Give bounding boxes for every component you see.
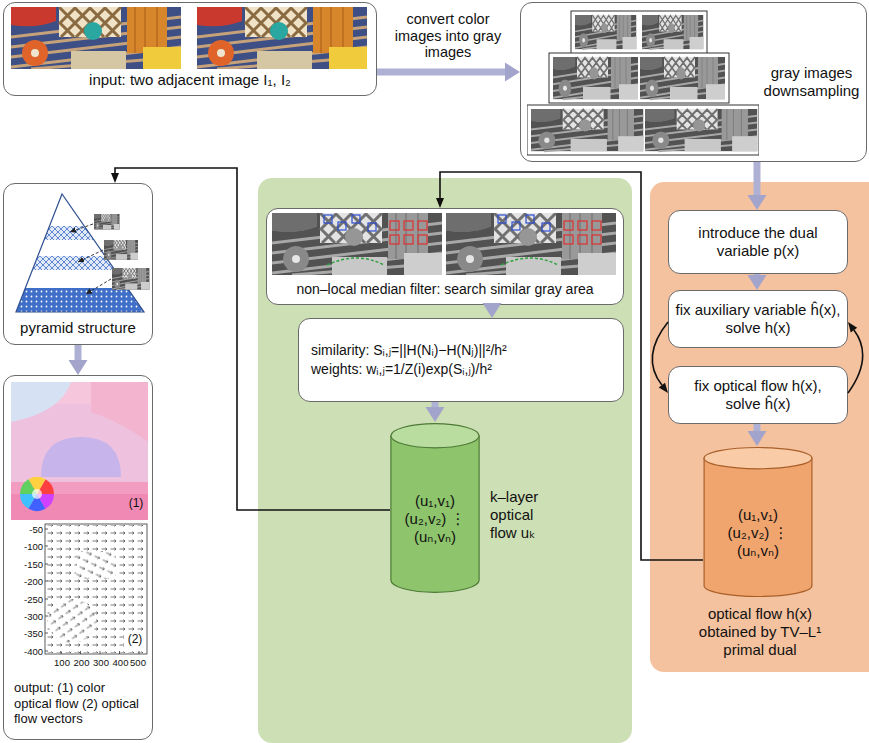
node-text: output: (1) color optical flow (2) optic… xyxy=(14,680,146,727)
connector xyxy=(426,402,445,422)
connector xyxy=(111,168,390,510)
node-text: fix auxiliary variable ĥ(x), solve h(x) xyxy=(675,301,841,337)
node-text: similarity: Sᵢ,ⱼ=||H(Nᵢ)−H(Nⱼ)||²/h² xyxy=(311,342,507,359)
node-text: (u₁,v₁) (u₂,v₂) ⋮ (uₙ,vₙ) xyxy=(404,492,466,546)
gray-search-images xyxy=(272,213,616,275)
connector-line xyxy=(489,303,496,305)
connector-line xyxy=(75,345,82,360)
node-text: optical flow h(x) obtained by TV–L¹ prim… xyxy=(690,605,830,659)
input-box: input: two adjacent image I₁, I₂ xyxy=(3,2,377,96)
gray-image-stack xyxy=(527,7,759,157)
connector xyxy=(436,172,703,560)
node-text: (u₁,v₁) (u₂,v₂) ⋮ (uₙ,vₙ) xyxy=(727,506,789,560)
connector xyxy=(748,424,767,446)
input-images xyxy=(11,7,369,69)
arrowhead xyxy=(748,195,767,210)
connector-line xyxy=(432,402,439,407)
process-box: gray images downsampling xyxy=(520,2,867,162)
axis-tick-label: 100 xyxy=(50,658,74,669)
connector xyxy=(377,63,520,82)
stage-band: optical flow h(x) obtained by TV–L¹ prim… xyxy=(650,182,869,672)
connector-line xyxy=(754,274,761,275)
arrowhead xyxy=(848,322,857,332)
process-box: introduce the dual variable p(x) xyxy=(668,210,848,274)
pyramid-figure xyxy=(4,184,152,316)
connector-line xyxy=(848,330,863,393)
node-text: introduce the dual variable p(x) xyxy=(675,224,841,260)
connector-line xyxy=(754,424,761,431)
callout-number: (1) xyxy=(124,497,148,511)
node-text: fix optical flow h(x), solve ĥ(x) xyxy=(675,377,841,413)
axis-tick-label: -50 xyxy=(10,525,43,536)
axis-tick-label: -300 xyxy=(10,612,43,623)
connector-line xyxy=(377,69,505,76)
color-flow-image xyxy=(11,382,148,520)
axis-tick-label: -400 xyxy=(10,647,43,658)
connector-line xyxy=(115,168,390,510)
axis-tick-label: 300 xyxy=(89,658,113,669)
connector xyxy=(748,162,767,210)
edge-label: convert color images into gray images xyxy=(392,11,504,61)
arrowhead xyxy=(505,63,520,82)
connector-line xyxy=(754,162,761,195)
axis-tick-label: -150 xyxy=(10,560,43,571)
formula-box: similarity: Sᵢ,ⱼ=||H(Nᵢ)−H(Nⱼ)||²/h² weig… xyxy=(298,318,624,402)
callout-number: (2) xyxy=(124,633,146,647)
connector-line xyxy=(652,322,668,385)
node-text: k–layer optical flow uₖ xyxy=(490,488,562,542)
data-cylinder: (u₁,v₁) (u₂,v₂) ⋮ (uₙ,vₙ) xyxy=(703,446,813,598)
filter-box: non–local median filter: search similar … xyxy=(266,208,624,305)
stage-band: k–layer optical flow uₖ non–local median… xyxy=(258,178,632,743)
process-box: fix auxiliary variable ĥ(x), solve h(x) xyxy=(668,290,848,348)
connector xyxy=(69,345,88,375)
connector xyxy=(848,322,863,393)
axis-tick-label: 400 xyxy=(109,658,133,669)
arrowhead xyxy=(483,303,502,318)
axis-tick-label: -250 xyxy=(10,595,43,606)
connector xyxy=(483,303,502,318)
node-text: input: two adjacent image I₁, I₂ xyxy=(89,71,291,89)
arrowhead xyxy=(748,275,767,290)
axis-tick-label: 200 xyxy=(70,658,94,669)
axis-tick-label: -350 xyxy=(10,629,43,640)
arrowhead xyxy=(111,173,119,183)
arrowhead xyxy=(748,431,767,446)
process-box: fix optical flow h(x), solve ĥ(x) xyxy=(668,366,848,424)
axis-tick-label: -200 xyxy=(10,577,43,588)
node-text: gray images downsampling xyxy=(761,64,862,100)
output-box: output: (1) color optical flow (2) optic… xyxy=(3,375,153,740)
arrowhead xyxy=(436,198,444,208)
connector xyxy=(652,322,668,393)
axis-tick-label: -100 xyxy=(10,542,43,553)
axis-tick-label: 500 xyxy=(126,658,150,669)
node-text: weights: wᵢ,ⱼ=1/Z(i)exp(Sᵢ,ⱼ)/h² xyxy=(311,361,492,378)
arrowhead xyxy=(426,407,445,422)
arrowhead xyxy=(69,360,88,375)
node-text: non–local median filter: search similar … xyxy=(296,281,593,298)
pyramid-box: pyramid structure xyxy=(3,183,153,345)
data-cylinder: (u₁,v₁) (u₂,v₂) ⋮ (uₙ,vₙ) xyxy=(390,422,480,594)
connector-line xyxy=(440,172,703,560)
node-text: pyramid structure xyxy=(20,319,136,337)
arrowhead xyxy=(659,383,668,393)
connector xyxy=(748,274,767,290)
